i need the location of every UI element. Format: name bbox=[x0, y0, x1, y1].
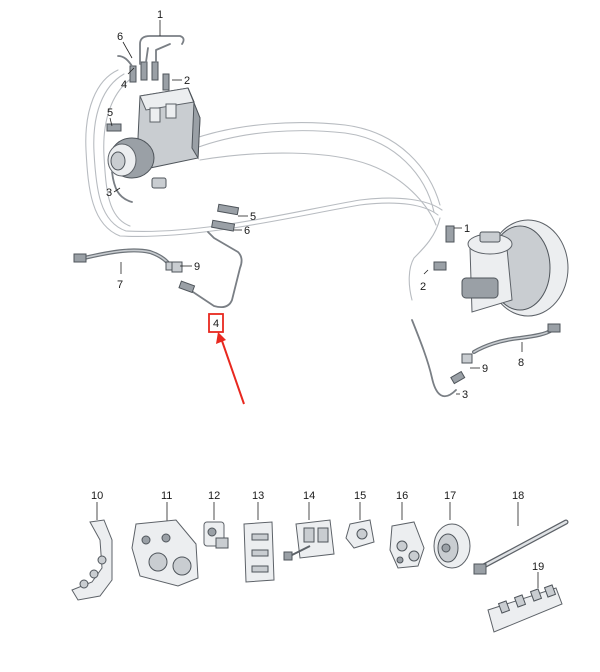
part-12-clip: 12 bbox=[203, 490, 229, 549]
mid-left-unions bbox=[171, 203, 240, 294]
label-9-right: 9 bbox=[482, 363, 488, 375]
part-15-clip: 15 bbox=[345, 490, 375, 549]
label-3-left: 3 bbox=[106, 187, 112, 199]
label-5-left: 5 bbox=[107, 107, 113, 119]
abs-top-unions bbox=[106, 61, 170, 132]
label-6-top: 6 bbox=[117, 31, 123, 43]
label-15: 15 bbox=[354, 490, 366, 502]
label-10: 10 bbox=[91, 490, 103, 502]
pipe-routing bbox=[85, 69, 443, 301]
label-1-top: 1 bbox=[157, 9, 163, 21]
label-7: 7 bbox=[117, 279, 123, 291]
abs-brake-pipes bbox=[111, 35, 243, 309]
label-3-right: 3 bbox=[462, 389, 468, 401]
label-1-right: 1 bbox=[464, 223, 470, 235]
highlight-arrow-head bbox=[216, 332, 226, 344]
brake-booster-master-cylinder bbox=[433, 219, 569, 317]
label-2-right: 2 bbox=[420, 281, 426, 293]
part-14-holder: 14 bbox=[283, 490, 335, 561]
label-19: 19 bbox=[532, 561, 544, 573]
label-18: 18 bbox=[512, 490, 524, 502]
label-16: 16 bbox=[396, 490, 408, 502]
part-11-bracket: 11 bbox=[131, 490, 199, 587]
highlight-arrow-shaft bbox=[220, 337, 245, 405]
part-10-clip: 10 bbox=[71, 490, 113, 601]
part-18-cable-tie: 18 bbox=[473, 490, 569, 575]
label-12: 12 bbox=[208, 490, 220, 502]
label-4-top: 4 bbox=[121, 79, 127, 91]
label-13: 13 bbox=[252, 490, 264, 502]
label-11: 11 bbox=[161, 490, 172, 502]
label-6-mid: 6 bbox=[244, 225, 250, 237]
highlight-box bbox=[208, 313, 224, 333]
label-2-top: 2 bbox=[184, 75, 190, 87]
abs-hydraulic-unit bbox=[106, 61, 201, 189]
label-5-mid: 5 bbox=[250, 211, 256, 223]
callouts-right: 1 2 8 9 3 bbox=[420, 223, 524, 401]
part-13-comb-clip: 13 bbox=[243, 490, 275, 583]
callouts-upper: 1 6 4 2 5 3 5 6 9 7 4 bbox=[106, 9, 256, 405]
front-left-brake-hose bbox=[73, 248, 177, 271]
label-14: 14 bbox=[303, 490, 315, 502]
part-19-retainer-rail: 19 bbox=[487, 561, 563, 633]
part-16-round-clip: 16 bbox=[389, 490, 425, 569]
part-17-disc-clip: 17 bbox=[433, 490, 471, 569]
clips-and-holders: 10 11 12 13 bbox=[71, 490, 569, 633]
label-8: 8 bbox=[518, 357, 524, 369]
label-17: 17 bbox=[444, 490, 456, 502]
front-right-brake-hose bbox=[411, 319, 561, 398]
label-9-left: 9 bbox=[194, 261, 200, 273]
label-4-highlight: 4 bbox=[213, 318, 219, 330]
